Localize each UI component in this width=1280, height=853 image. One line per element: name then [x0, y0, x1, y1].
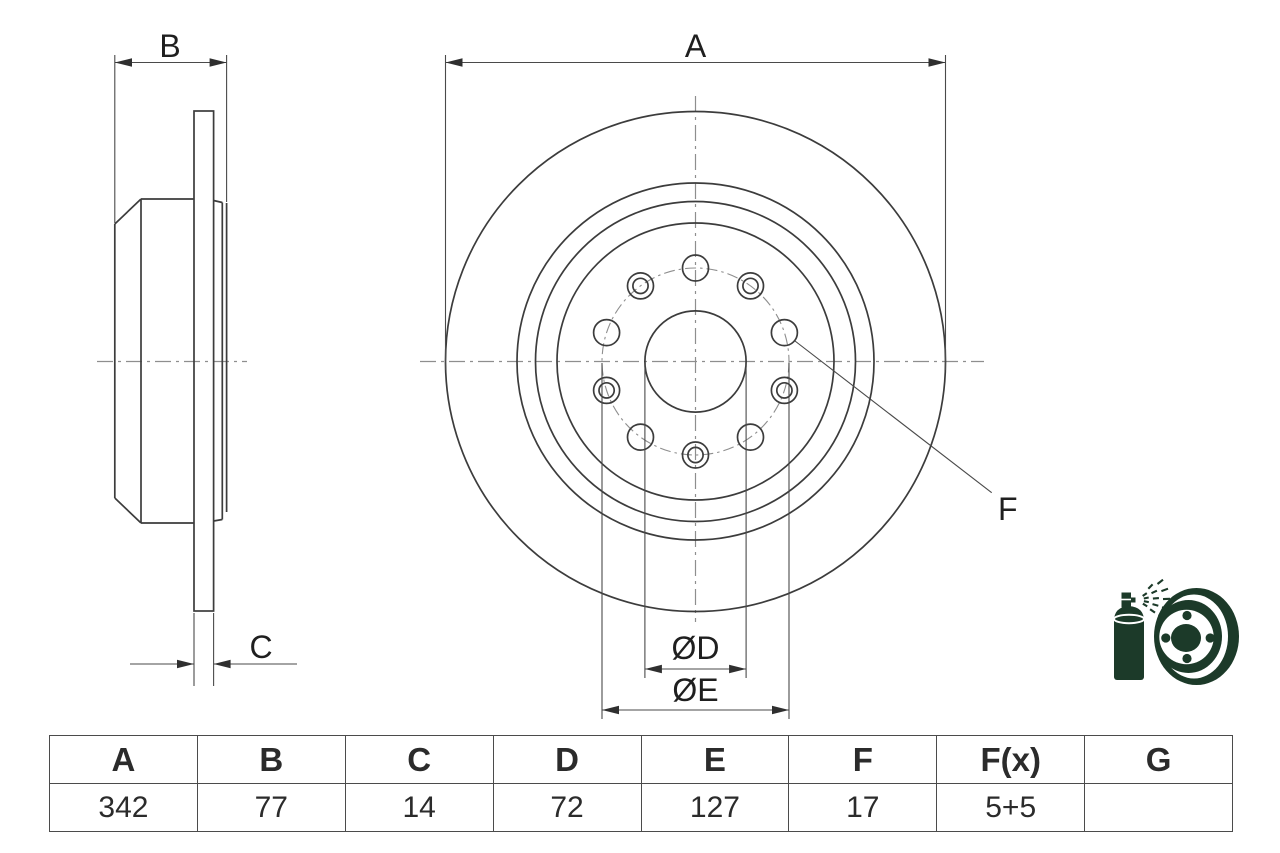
col-header-e: E: [640, 735, 790, 784]
arrowhead-left: [644, 664, 662, 674]
dimension-f: F: [794, 340, 1018, 527]
disc-hole: [1161, 633, 1171, 643]
disc-bore: [1171, 624, 1201, 652]
disc-hole: [1205, 633, 1215, 643]
col-header-b: B: [196, 735, 346, 784]
arrowhead-right: [928, 58, 946, 67]
dimension-e: ØE: [601, 363, 790, 719]
col-header-fx: F(x): [936, 735, 1086, 784]
arrowhead-right: [209, 58, 227, 67]
friction-ring-section: [193, 110, 215, 612]
hat-outer-circle: [534, 200, 857, 523]
value-f: 17: [788, 783, 938, 832]
dim-label-b: B: [159, 28, 180, 64]
side-view: B C: [97, 28, 297, 686]
col-header-a: A: [49, 735, 198, 784]
bolt-holes: [592, 254, 799, 451]
col-header-c: C: [344, 735, 494, 784]
spray-can: [1113, 592, 1145, 680]
disc-pictogram: [1154, 588, 1239, 685]
center-bore-circle: [644, 310, 747, 413]
dimension-b: B: [114, 28, 228, 223]
hat-chamfer-circle: [556, 222, 835, 501]
front-view: A ØD ØE F: [420, 28, 1018, 719]
arrowhead-left: [114, 58, 132, 67]
value-d: 72: [492, 783, 642, 832]
value-b: 77: [196, 783, 346, 832]
bolt-circle: [601, 267, 790, 456]
friction-surface-inner-circle: [516, 182, 875, 541]
arrowhead-right: [213, 659, 231, 669]
dim-label-e: ØE: [672, 672, 718, 708]
locating-holes: [592, 272, 799, 469]
col-header-g: G: [1084, 735, 1233, 784]
value-g: [1084, 783, 1233, 832]
engineering-drawing: B C: [97, 28, 1239, 719]
dim-label-c: C: [249, 629, 272, 665]
dim-label-a: A: [685, 28, 707, 64]
arrowhead-right: [729, 664, 747, 674]
dimension-table: A B C D E F F(x) G 342 77 14 72 127 17 5…: [49, 735, 1233, 832]
value-e: 127: [640, 783, 790, 832]
dimension-d: ØD: [644, 364, 747, 678]
arrowhead-left: [602, 705, 619, 715]
dim-label-d: ØD: [672, 630, 720, 666]
arrowhead-right: [772, 705, 789, 715]
table-value-row: 342 77 14 72 127 17 5+5: [49, 783, 1233, 832]
spray-coated-brake-disc-icon: [1113, 578, 1239, 685]
disc-hole: [1182, 653, 1192, 664]
arrowhead-left: [445, 58, 463, 67]
col-header-d: D: [492, 735, 642, 784]
dimension-c: C: [130, 613, 297, 686]
value-fx: 5+5: [936, 783, 1086, 832]
value-a: 342: [49, 783, 198, 832]
f-leader-line: [794, 340, 993, 494]
disc-hole: [1182, 610, 1192, 621]
arrowhead-left: [177, 659, 194, 669]
hat-section: [113, 198, 228, 524]
col-header-f: F: [788, 735, 938, 784]
value-c: 14: [344, 783, 494, 832]
dimension-a: A: [444, 28, 947, 370]
table-header-row: A B C D E F F(x) G: [49, 735, 1233, 784]
dim-label-f: F: [998, 491, 1018, 527]
